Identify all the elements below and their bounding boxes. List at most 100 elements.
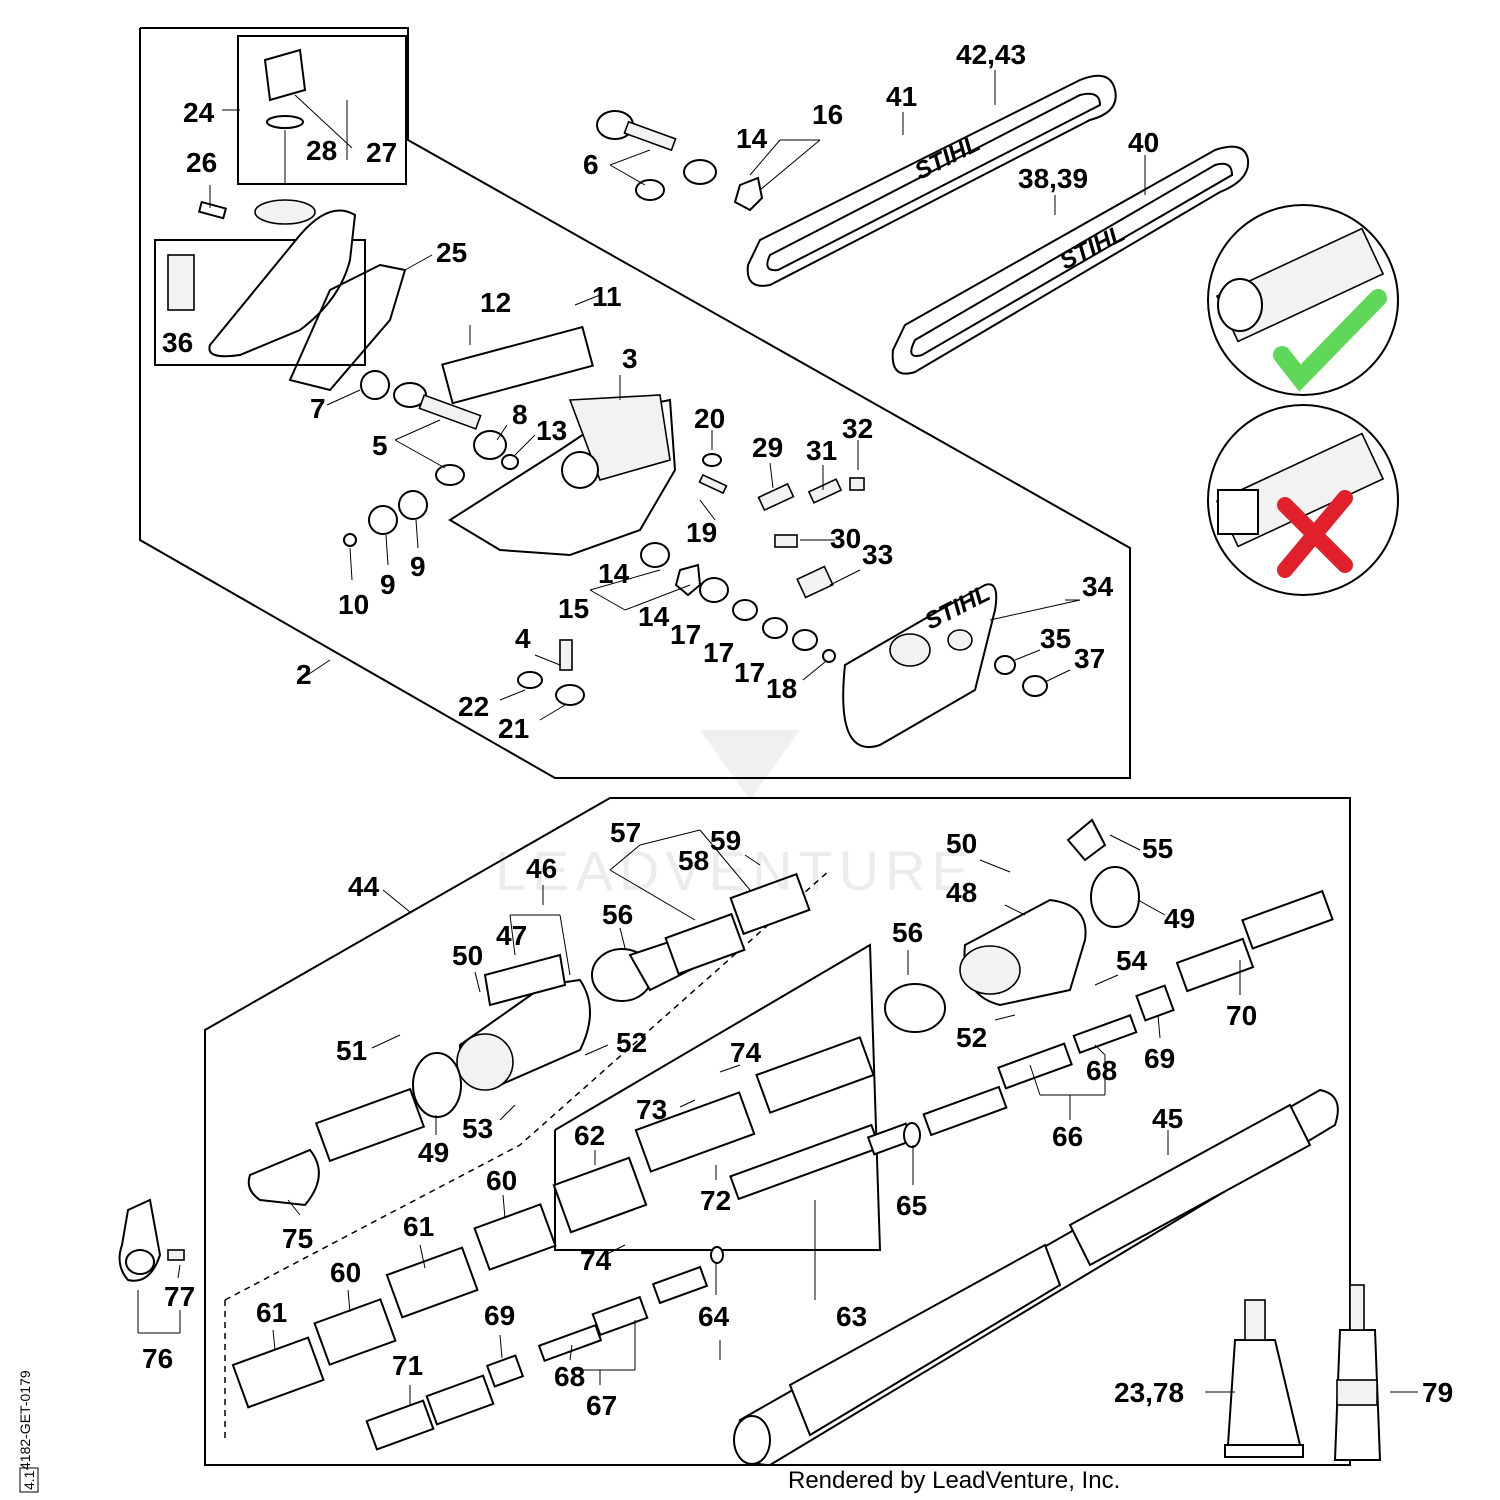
callout-79: 79	[1422, 1377, 1453, 1408]
grease-tube-part	[1224, 1299, 1304, 1458]
callout-54: 54	[1116, 945, 1148, 976]
callout-69b: 69	[484, 1300, 515, 1331]
callout-28: 28	[306, 135, 337, 166]
callout-18: 18	[766, 673, 797, 704]
callout-57: 57	[610, 817, 641, 848]
callout-33: 33	[862, 539, 893, 570]
callout-8: 8	[512, 399, 528, 430]
callout-55: 55	[1142, 833, 1173, 864]
callout-23-78: 23,78	[1114, 1377, 1184, 1408]
callout-32: 32	[842, 413, 873, 444]
callout-50b: 50	[946, 828, 977, 859]
callout-38-39: 38,39	[1018, 163, 1088, 194]
callout-4: 4	[515, 623, 531, 654]
callout-21: 21	[498, 713, 529, 744]
callout-3: 3	[622, 343, 638, 374]
callout-17c: 17	[734, 657, 765, 688]
callout-60b: 60	[330, 1257, 361, 1288]
callout-22: 22	[458, 691, 489, 722]
callout-68a: 68	[1086, 1055, 1117, 1086]
callout-48: 48	[946, 877, 977, 908]
callout-2: 2	[296, 659, 312, 690]
callout-51: 51	[336, 1035, 367, 1066]
callout-67: 67	[586, 1390, 617, 1421]
callout-59: 59	[710, 825, 741, 856]
callout-9b: 9	[410, 551, 426, 582]
callout-25: 25	[436, 237, 467, 268]
callout-61a: 61	[403, 1211, 434, 1242]
drawing-code: 4182-GET-0179	[17, 1370, 33, 1470]
callout-77: 77	[164, 1281, 195, 1312]
callout-71: 71	[392, 1350, 423, 1381]
callout-14b: 14	[638, 601, 670, 632]
callout-76: 76	[142, 1343, 173, 1374]
callout-37: 37	[1074, 643, 1105, 674]
shaft-frame	[204, 797, 1351, 1466]
callout-63: 63	[836, 1301, 867, 1332]
outer-shaft-tube	[733, 1088, 1339, 1467]
callout-52b: 52	[956, 1022, 987, 1053]
bearings-gears-part	[343, 110, 865, 706]
callout-40: 40	[1128, 127, 1159, 158]
correct-shaft-detail	[1207, 204, 1399, 396]
callout-70: 70	[1226, 1000, 1257, 1031]
callout-labels: 24 26 28 27 25 36 12 11 3 7 8 13 5 20 29…	[142, 39, 1453, 1421]
callout-44: 44	[348, 871, 380, 902]
callout-41: 41	[886, 81, 917, 112]
callout-17a: 17	[670, 619, 701, 650]
callout-29: 29	[752, 432, 783, 463]
callout-56a: 56	[602, 899, 633, 930]
callout-49a: 49	[418, 1137, 449, 1168]
callout-31: 31	[806, 435, 837, 466]
callout-12: 12	[480, 287, 511, 318]
callout-14c: 14	[736, 123, 768, 154]
callout-74b: 74	[580, 1245, 612, 1276]
callout-58: 58	[678, 845, 709, 876]
callout-34: 34	[1082, 571, 1114, 602]
clamp-housing-left	[412, 872, 811, 1118]
cross-mark-icon	[1277, 490, 1353, 578]
callout-36: 36	[162, 327, 193, 358]
callout-42-43: 42,43	[956, 39, 1026, 70]
oil-tank-part	[167, 48, 357, 358]
callout-11: 11	[592, 281, 622, 312]
callout-52a: 52	[616, 1027, 647, 1058]
callout-74a: 74	[730, 1037, 762, 1068]
callout-61b: 61	[256, 1297, 287, 1328]
callout-49b: 49	[1164, 903, 1195, 934]
callout-47: 47	[496, 920, 527, 951]
callout-65: 65	[896, 1190, 927, 1221]
leader-lines	[137, 70, 1418, 1405]
callout-45: 45	[1152, 1103, 1183, 1134]
sprocket-cover-part: STIHL	[842, 580, 1048, 748]
callout-19: 19	[686, 517, 717, 548]
callout-14a: 14	[598, 558, 630, 589]
check-mark-icon	[1273, 289, 1387, 392]
callout-7: 7	[310, 393, 326, 424]
callout-46: 46	[526, 853, 557, 884]
springs-part	[231, 1122, 921, 1409]
callout-62: 62	[574, 1120, 605, 1151]
callout-73: 73	[636, 1094, 667, 1125]
clamp-housing-right	[884, 818, 1140, 1033]
callout-26: 26	[186, 147, 217, 178]
callout-24: 24	[183, 97, 215, 128]
callout-69a: 69	[1144, 1043, 1175, 1074]
callout-30: 30	[830, 523, 861, 554]
callout-68b: 68	[554, 1361, 585, 1392]
callout-64: 64	[698, 1301, 730, 1332]
drawing-sub: 4.1	[21, 1470, 37, 1490]
callout-20: 20	[694, 403, 725, 434]
callout-56b: 56	[892, 917, 923, 948]
callout-66: 66	[1052, 1121, 1083, 1152]
callout-16: 16	[812, 99, 843, 130]
callout-27: 27	[366, 137, 397, 168]
callout-15: 15	[558, 593, 589, 624]
callout-10: 10	[338, 589, 369, 620]
callout-13: 13	[536, 415, 567, 446]
shaft-tubes	[247, 889, 1334, 1451]
watermark-text: LEADVENTURE	[495, 839, 975, 902]
callout-9a: 9	[380, 569, 396, 600]
callout-72: 72	[700, 1185, 731, 1216]
